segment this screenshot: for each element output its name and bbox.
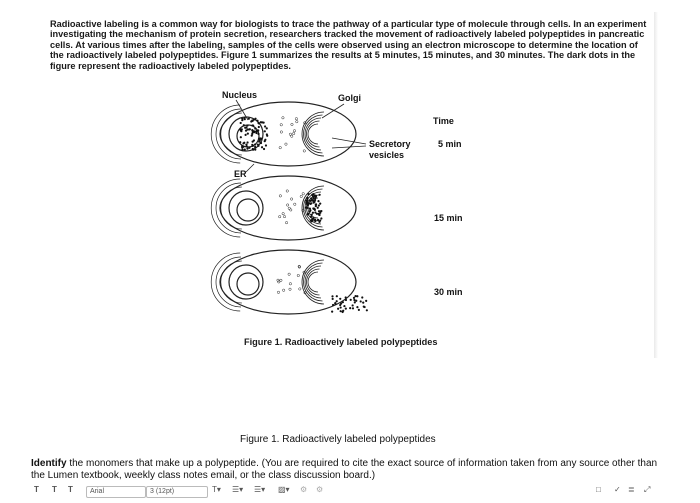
numbered-list-icon[interactable]: ☰▾ (254, 485, 266, 494)
fullscreen-icon[interactable]: ⤢ (644, 485, 651, 494)
editor-toolbar: T T T Arial 3 (12pt) T▾ ☰▾ ☰▾ ▨▾ ⚙ ⚙ □ ✓… (0, 485, 700, 503)
unlink-icon[interactable]: ⚙ (316, 485, 324, 494)
label-time: Time (433, 116, 454, 126)
bullet-list-icon[interactable]: ☰▾ (232, 485, 244, 494)
labeled-polypeptide-dots-3 (331, 295, 368, 314)
question-bold-verb: Identify (31, 458, 67, 469)
label-golgi: Golgi (338, 93, 361, 103)
figure-1-diagram: Nucleus Golgi Secretory vesicles ER Time… (210, 90, 463, 315)
word-count-icon[interactable]: ≣ (628, 485, 635, 494)
intro-paragraph: Radioactive labeling is a common way for… (50, 19, 647, 71)
question-text: Identify the monomers that make up a pol… (31, 458, 671, 481)
label-vesicles: vesicles (369, 150, 404, 160)
time-30min: 30 min (434, 287, 463, 297)
figure-caption-repeat: Figure 1. Radioactively labeled polypept… (240, 434, 436, 445)
spellcheck-icon[interactable]: ✓ (614, 485, 621, 494)
labeled-polypeptide-dots-2 (304, 192, 323, 223)
question-rest: the monomers that make up a polypeptide.… (31, 458, 658, 481)
link-icon[interactable]: ⚙ (300, 485, 308, 494)
font-size-select[interactable]: 3 (12pt) (146, 486, 208, 498)
expand-icon[interactable]: □ (596, 485, 601, 494)
text-style-button-3[interactable]: T (68, 485, 73, 494)
paragraph-format-icon[interactable]: T▾ (212, 485, 221, 494)
cell-2 (210, 175, 357, 241)
text-style-button-2[interactable]: T (52, 485, 57, 494)
insert-image-icon[interactable]: ▨▾ (278, 485, 290, 494)
cell-3 (210, 249, 357, 315)
label-er: ER (234, 169, 247, 179)
cell-1 (210, 101, 357, 167)
figure-caption: Figure 1. Radioactively labeled polypept… (244, 337, 438, 347)
time-5min: 5 min (438, 139, 462, 149)
page-edge-shadow (654, 12, 658, 358)
time-15min: 15 min (434, 213, 463, 223)
font-family-select[interactable]: Arial (86, 486, 146, 498)
text-style-button-1[interactable]: T (34, 485, 39, 494)
label-nucleus: Nucleus (222, 90, 257, 100)
labeled-polypeptide-dots-1 (239, 116, 269, 151)
label-secretory: Secretory (369, 139, 411, 149)
